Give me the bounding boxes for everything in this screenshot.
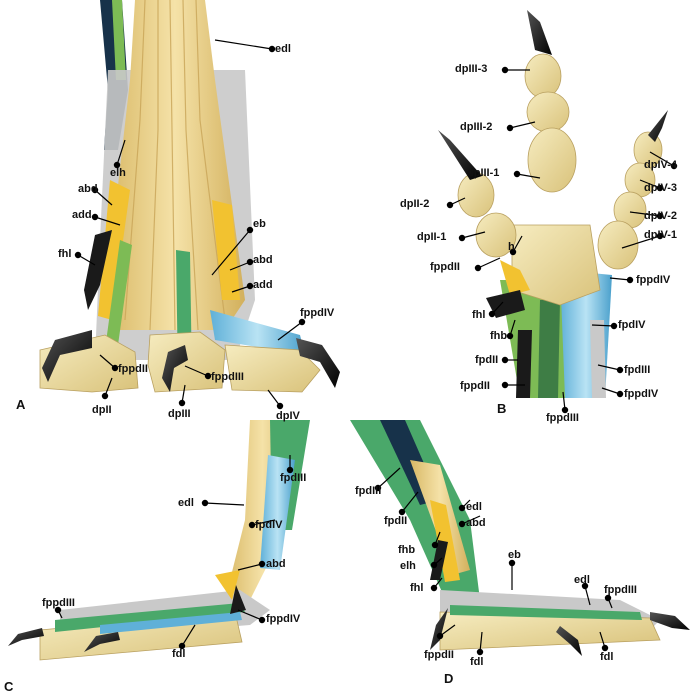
label-d-abd: abd — [466, 517, 486, 529]
label-b-dpiv-4: dpIV-4 — [644, 159, 678, 171]
label-b-fppdii-lower: fppdII — [460, 380, 490, 392]
panel-b-letter: B — [497, 401, 507, 416]
label-b-dpiv-3: dpIV-3 — [644, 182, 678, 194]
label-b-dpiii-1: dpIII-1 — [467, 167, 500, 179]
label-b-dpii-1: dpII-1 — [417, 231, 447, 243]
label-b-dpiii-2: dpIII-2 — [460, 121, 493, 133]
label-b-dpii-2: dpII-2 — [400, 198, 430, 210]
label-a-add: add — [72, 209, 92, 221]
label-b-dpiii-3: dpIII-3 — [455, 63, 488, 75]
label-c-fdl: fdl — [172, 648, 186, 660]
label-d-fhb: fhb — [398, 544, 416, 556]
label-a-fppdii: fppdII — [118, 363, 148, 375]
label-b-fppdiv: fppdIV — [636, 274, 671, 286]
label-d-fhl: fhl — [410, 582, 424, 594]
label-b-fppdii: fppdII — [430, 261, 460, 273]
panel-a-illustration — [39, 0, 340, 393]
label-d-eb: eb — [508, 549, 521, 561]
label-d-fpdii: fpdII — [384, 515, 408, 527]
panel-d-illustration — [350, 420, 690, 656]
label-b-fpdii: fpdII — [475, 354, 499, 366]
label-a-eb: eb — [253, 218, 266, 230]
label-d-fdl-right: fdl — [600, 651, 614, 663]
label-b-fhl: fhl — [472, 309, 486, 321]
panel-a-letter: A — [16, 397, 26, 412]
label-c-fppdiv: fppdIV — [266, 613, 301, 625]
label-c-fppdiii: fppdIII — [42, 597, 75, 609]
label-a-dpiii: dpIII — [168, 408, 191, 420]
label-a-fppdiii: fppdIII — [211, 371, 244, 383]
label-a-abd: abd — [78, 183, 98, 195]
label-c-fpdiii: fpdIII — [280, 472, 307, 484]
label-b-fpdiii: fpdIII — [624, 364, 651, 376]
label-a-elh: elh — [110, 167, 126, 179]
panel-c-illustration — [8, 420, 310, 661]
leader-lines — [54, 39, 678, 656]
label-b-dpiv-2: dpIV-2 — [644, 210, 678, 222]
label-d-elh: elh — [400, 560, 416, 572]
label-c-edl: edl — [178, 497, 194, 509]
label-a-edl: edl — [275, 43, 291, 55]
label-c-abd: abd — [266, 558, 286, 570]
label-b-fppdiv-lower: fppdIV — [624, 388, 659, 400]
label-d-edl: edl — [466, 501, 482, 513]
label-a-dpiv: dpIV — [276, 410, 300, 422]
label-a-fppdiv: fppdIV — [300, 307, 335, 319]
label-d-fppdiii: fppdIII — [604, 584, 637, 596]
label-b-fppdiii: fppdIII — [546, 412, 579, 424]
label-b-dpiv-1: dpIV-1 — [644, 229, 678, 241]
label-b-h: h — [508, 241, 515, 253]
label-d-fppdii: fppdII — [424, 649, 454, 661]
label-a-dpii: dpII — [92, 404, 112, 416]
label-d-edl-right: edl — [574, 574, 590, 586]
panel-b-illustration — [438, 10, 668, 398]
label-d-fpdiii: fpdIII — [355, 485, 382, 497]
label-b-fpdiv: fpdIV — [618, 319, 646, 331]
panel-d-letter: D — [444, 671, 454, 686]
label-a-abd-right: abd — [253, 254, 273, 266]
label-c-fpdiv: fpdIV — [255, 519, 283, 531]
label-d-fdl: fdl — [470, 656, 484, 668]
label-a-fhl: fhl — [58, 248, 72, 260]
panel-c-letter: C — [4, 679, 14, 694]
label-a-add-right: add — [253, 279, 273, 291]
label-b-fhb: fhb — [490, 330, 508, 342]
